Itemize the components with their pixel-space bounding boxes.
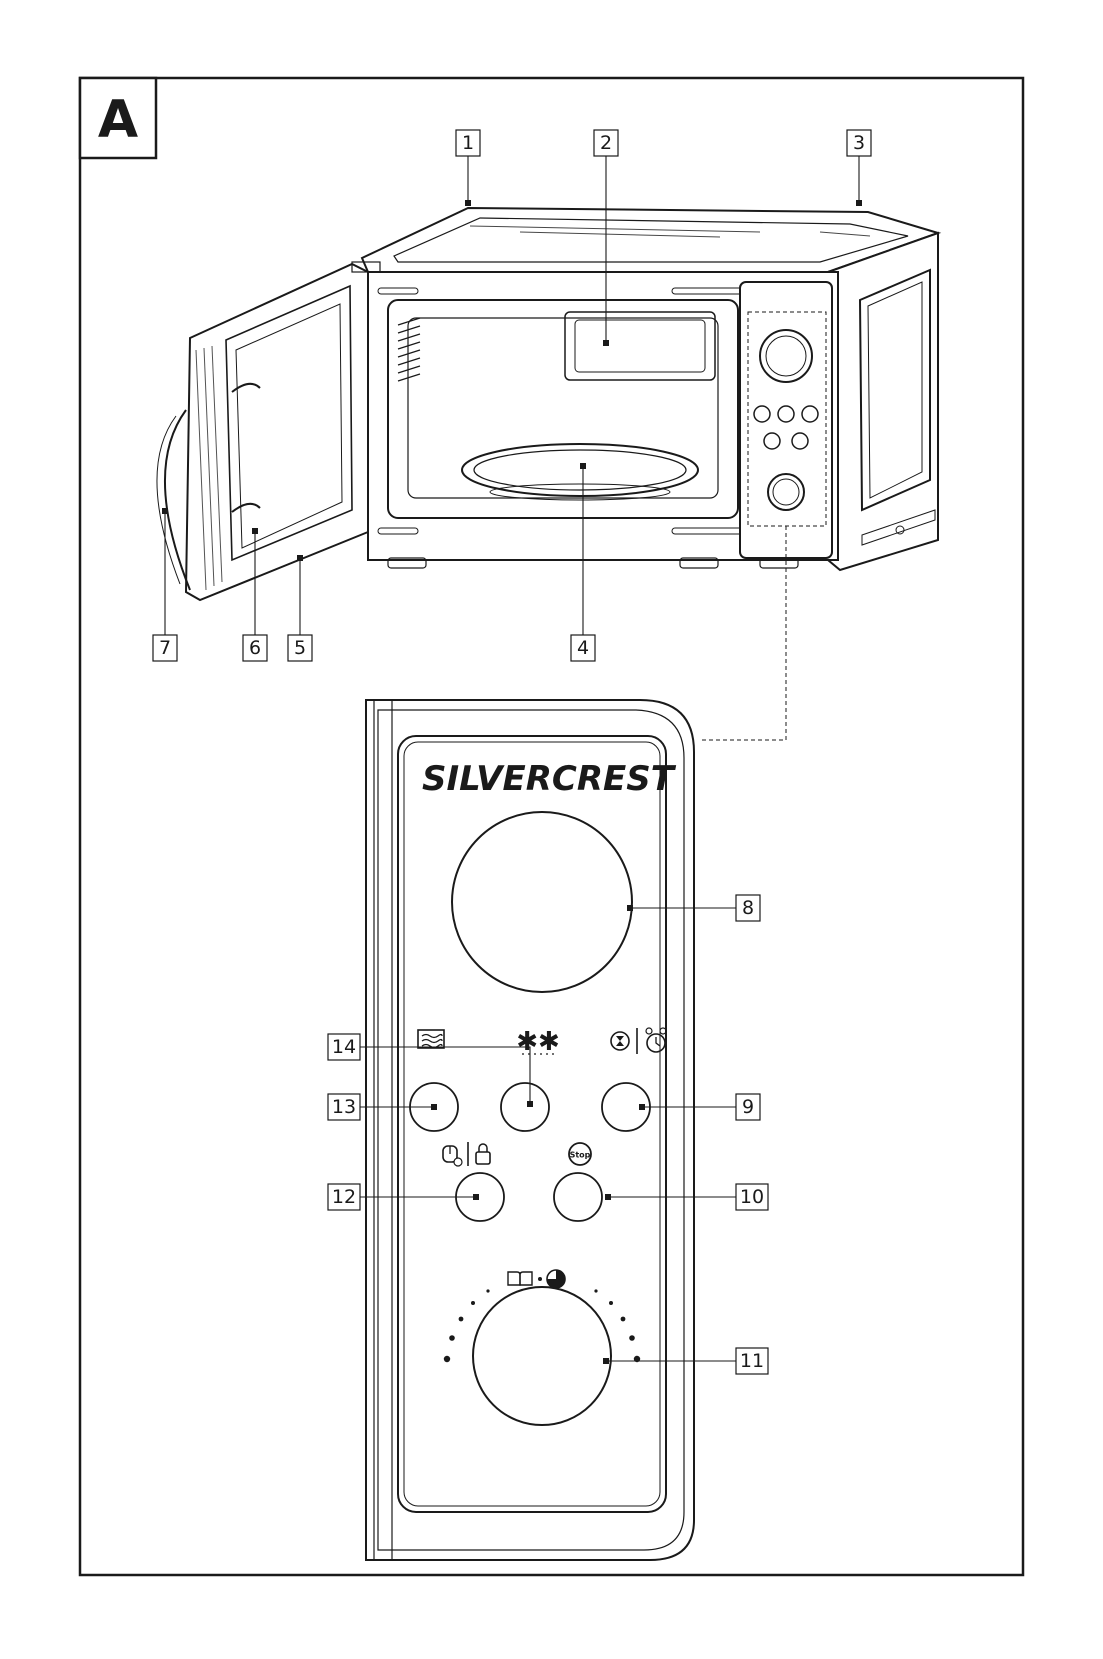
stop-icon-text: Stop: [570, 1151, 591, 1160]
microwave-illustration: [156, 206, 942, 602]
callout-4: 4: [570, 634, 596, 662]
brand-logo: SILVERCREST: [422, 759, 677, 799]
callout-11: 11: [735, 1347, 769, 1375]
callout-6: 6: [242, 634, 268, 662]
svg-text:5: 5: [294, 637, 306, 659]
callout-7: 7: [152, 634, 178, 662]
callout-10: 10: [735, 1183, 769, 1211]
svg-text:9: 9: [742, 1096, 754, 1118]
svg-text:13: 13: [332, 1096, 356, 1118]
stop-button[interactable]: [553, 1172, 603, 1222]
callout-13: 13: [327, 1093, 361, 1121]
figure-frame: A: [78, 76, 1025, 1577]
svg-text:10: 10: [740, 1186, 764, 1208]
svg-text:8: 8: [742, 897, 754, 919]
timer-clock-icon: [610, 1027, 667, 1054]
callout-dots: [162, 200, 862, 1364]
callout-2: 2: [593, 129, 619, 157]
svg-text:3: 3: [853, 132, 865, 154]
knob-scale-dots: [443, 1289, 641, 1363]
svg-text:1: 1: [462, 132, 474, 154]
callout-5: 5: [287, 634, 313, 662]
book-pie-icon: [507, 1269, 566, 1289]
callout-9: 9: [735, 1093, 761, 1121]
zoom-connector: [700, 526, 787, 741]
callout-3: 3: [846, 129, 872, 157]
svg-text:7: 7: [159, 637, 171, 659]
start-child-lock-icon: [442, 1142, 491, 1167]
callout-8: 8: [735, 894, 761, 922]
svg-text:14: 14: [332, 1036, 356, 1058]
callout-12: 12: [327, 1183, 361, 1211]
svg-text:12: 12: [332, 1186, 356, 1208]
callout-leaders: [164, 154, 860, 1362]
section-letter: A: [98, 90, 138, 150]
stop-icon: Stop: [568, 1142, 592, 1166]
defrost-button[interactable]: [500, 1082, 550, 1132]
svg-text:✱✱: ✱✱: [516, 1027, 560, 1057]
svg-text:4: 4: [577, 637, 589, 659]
callout-14: 14: [327, 1033, 361, 1061]
callout-1: 1: [455, 129, 481, 157]
svg-text:11: 11: [740, 1350, 764, 1372]
control-panel-illustration: SILVERCREST ✱✱: [365, 699, 695, 1561]
defrost-snowflake-icon: ✱✱: [516, 1027, 560, 1057]
display-window: [451, 811, 633, 993]
selector-knob[interactable]: [472, 1286, 612, 1426]
svg-text:2: 2: [600, 132, 612, 154]
svg-text:6: 6: [249, 637, 261, 659]
